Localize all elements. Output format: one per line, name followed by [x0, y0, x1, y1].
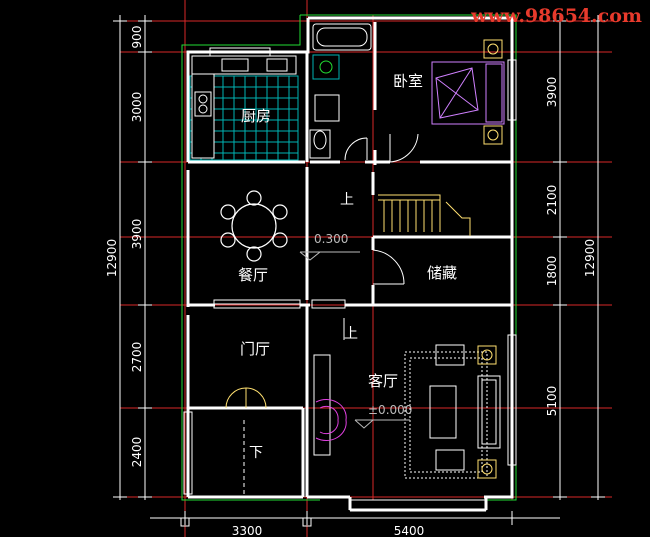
dim-right-total: 12900	[583, 239, 597, 277]
rug-icon	[404, 351, 488, 479]
dim-left-3: 3900	[130, 219, 144, 250]
axis-markers	[180, 517, 312, 527]
kitchen: 厨房	[189, 55, 299, 161]
fireplace-icon	[313, 354, 347, 456]
entry-double-door	[225, 387, 267, 409]
kitchen-label: 厨房	[241, 107, 271, 125]
storage-door	[372, 249, 405, 285]
dim-left-total: 12900	[105, 239, 119, 277]
bedroom-door	[389, 133, 419, 163]
bedroom-label: 卧室	[393, 72, 423, 90]
living-label: 客厅	[368, 372, 398, 390]
dim-left-4: 2700	[130, 342, 144, 373]
bed-icon	[431, 61, 505, 125]
dim-left-2: 3000	[130, 92, 144, 123]
windows	[183, 47, 517, 511]
side-table-icons	[477, 345, 497, 479]
dim-right-1: 3900	[545, 77, 559, 108]
dim-left-5: 2400	[130, 437, 144, 468]
dim-right-4: 5100	[545, 386, 559, 417]
dining-label: 餐厅	[238, 266, 268, 284]
dim-left-1: 900	[130, 26, 144, 49]
dim-right-3: 1800	[545, 256, 559, 287]
dimension-lines	[113, 15, 605, 525]
left-dimension-texts: 900 3000 3900 2700 2400 12900	[105, 26, 144, 468]
bedroom: 卧室	[389, 39, 505, 163]
level-marker-icon	[299, 251, 321, 261]
stair: 上	[340, 192, 471, 236]
stair-up-label: 上	[340, 192, 354, 208]
level-marker-icon	[354, 419, 374, 429]
sofa-icon	[429, 344, 501, 471]
dining: 餐厅 0.300	[220, 190, 360, 284]
nightstand-icons	[483, 39, 503, 145]
storage: 储藏	[372, 249, 457, 285]
dim-bottom-1: 3300	[232, 524, 263, 537]
dining-table-icon	[220, 190, 288, 262]
stair-down-label: 下	[249, 445, 263, 461]
living-level: ±0.000	[368, 403, 412, 417]
living-room: 客厅 ±0.000	[313, 344, 501, 479]
foyer-label: 门厅	[240, 340, 270, 358]
bathroom	[309, 23, 372, 161]
kitchen-counter	[191, 55, 297, 159]
stair-treads	[378, 194, 471, 236]
storage-label: 储藏	[427, 264, 457, 282]
outer-outline	[181, 14, 517, 501]
right-dimension-texts: 3900 2100 1800 5100 12900	[545, 77, 597, 417]
watermark: www.98654.com	[470, 5, 642, 27]
dim-bottom-2: 5400	[394, 524, 425, 537]
foyer: 门厅 上 下	[225, 318, 358, 495]
dining-level: 0.300	[314, 232, 348, 246]
walls	[186, 16, 514, 512]
bottom-dimension-texts: 3300 5400	[232, 524, 425, 537]
stair-up-label-2: 上	[344, 326, 358, 342]
dim-right-2: 2100	[545, 185, 559, 216]
